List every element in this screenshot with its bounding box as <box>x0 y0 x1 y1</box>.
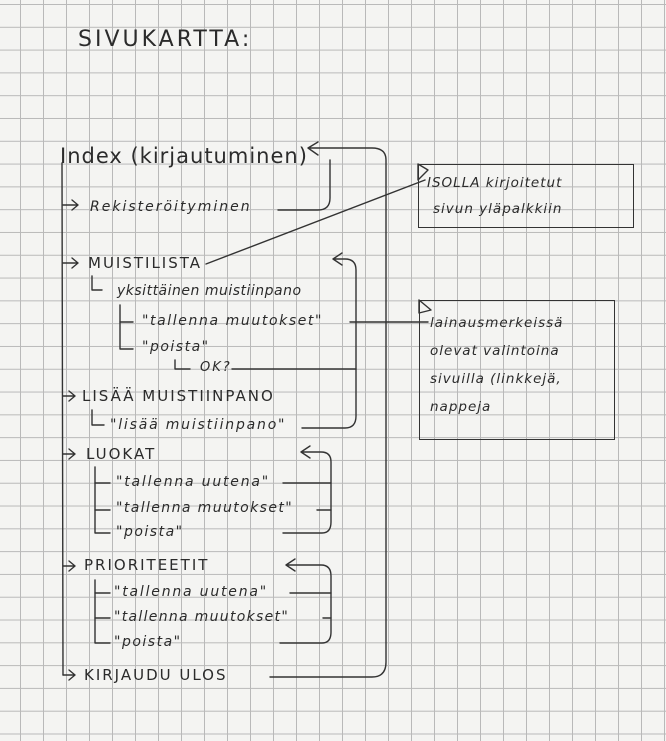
node-prio-tallenna-muutokset: "tallenna muutokset" <box>114 609 290 625</box>
node-luokat-tallenna-muutokset: "tallenna muutokset" <box>116 500 294 516</box>
note-lainaus-line2: olevat valintoina <box>430 343 560 359</box>
sub-prio-1 <box>94 579 111 594</box>
sub-yksittainen <box>91 275 103 291</box>
node-lisaa-muistiinpano-btn: "lisää muistiinpano" <box>110 417 287 433</box>
sub-lisaa-btn <box>91 409 105 426</box>
node-prio-poista: "poista" <box>114 634 182 650</box>
sub-poista1 <box>119 321 134 350</box>
node-yksittainen: yksittäinen muistiinpano <box>117 283 302 299</box>
note-lainaus-line4: nappeja <box>430 399 492 415</box>
node-index: Index (kirjautuminen) <box>60 144 308 168</box>
prio-return <box>279 558 332 644</box>
register-return-line <box>277 159 331 211</box>
sub-prio-3 <box>94 617 111 644</box>
note-isolla-line2: sivun yläpalkkiin <box>433 201 563 217</box>
note-lainaus-line3: sivuilla (linkkejä, <box>430 371 562 387</box>
branch-kirjaudu <box>62 669 76 681</box>
page-title: SIVUKARTTA: <box>78 27 253 52</box>
node-poista-1: "poista" <box>142 339 210 355</box>
sub-ok <box>174 359 191 370</box>
node-ok: OK? <box>200 360 232 375</box>
branch-lisaa <box>62 390 76 402</box>
node-tallenna-muutokset-1: "tallenna muutokset" <box>142 313 324 329</box>
note-lainausmerkit: lainausmerkeissä olevat valintoina sivui… <box>419 300 615 440</box>
node-luokat: LUOKAT <box>86 445 157 463</box>
branch-rekisteroityminen <box>62 199 79 211</box>
branch-luokat <box>62 448 76 460</box>
node-prio-tallenna-uutena: "tallenna uutena" <box>114 584 269 600</box>
note-lainaus-line1: lainausmerkeissä <box>430 315 564 331</box>
node-kirjaudu-ulos: KIRJAUDU ULOS <box>84 666 228 684</box>
sub-luokat-1 <box>94 466 111 484</box>
note-isolla: ISOLLA kirjoitetut sivun yläpalkkiin <box>418 164 634 228</box>
sub-tallenna1 <box>119 304 134 323</box>
sub-luokat-3 <box>94 509 111 534</box>
node-luokat-poista: "poista" <box>116 524 184 540</box>
node-rekisteroityminen: Rekisteröityminen <box>90 199 252 215</box>
sub-luokat-2 <box>94 482 111 511</box>
node-luokat-tallenna-uutena: "tallenna uutena" <box>116 474 271 490</box>
muistilista-return-line <box>301 252 357 429</box>
sub-prio-2 <box>94 592 111 619</box>
branch-muistilista <box>62 257 79 269</box>
luokat-return <box>282 445 332 534</box>
node-prioriteetit: PRIORITEETIT <box>84 556 210 574</box>
isolla-pointer <box>205 179 426 265</box>
node-lisaa-muistiinpano: LISÄÄ MUISTIINPANO <box>82 387 275 405</box>
note-isolla-line1: ISOLLA kirjoitetut <box>427 175 563 191</box>
trunk-line <box>61 162 64 676</box>
branch-prioriteetit <box>62 560 76 572</box>
node-muistilista: MUISTILISTA <box>88 254 203 272</box>
logout-return-line <box>269 141 387 678</box>
